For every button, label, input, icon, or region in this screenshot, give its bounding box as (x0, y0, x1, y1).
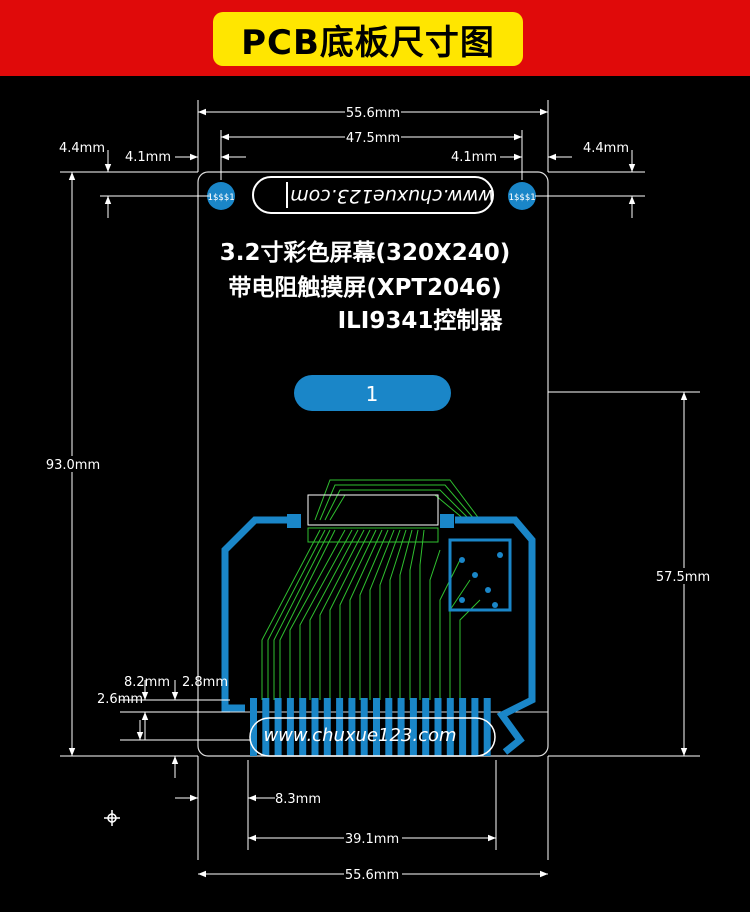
label-pin-height: 57.5mm (656, 570, 710, 585)
mounting-hole-left: 1$$$1 (207, 182, 235, 210)
hole-label-right: 1$$$1 (508, 193, 535, 203)
label-connector-width: 39.1mm (345, 832, 399, 847)
connector-pin (360, 698, 368, 756)
header-banner: PCB底板尺寸图 (0, 0, 750, 76)
url-bottom: www.chuxue123.com (263, 725, 456, 746)
label-width-bottom: 55.6mm (345, 868, 399, 883)
url-top: www.chuxue123.com (290, 185, 494, 207)
connector-pin (385, 698, 393, 756)
connector-pin (299, 698, 307, 756)
label-left-hole-edge: 4.1mm (125, 150, 171, 165)
board-text-line1: 3.2寸彩色屏幕(320X240) (220, 239, 511, 266)
label-width-top: 55.6mm (346, 106, 400, 121)
mounting-hole-right: 1$$$1 (508, 182, 536, 210)
label-pad-gap: 2.6mm (97, 692, 143, 707)
connector-pin (446, 698, 454, 756)
connector-pin (286, 698, 294, 756)
connector-pin (323, 698, 331, 756)
label-inner-width: 47.5mm (346, 131, 400, 146)
label-connector-offset: 8.3mm (275, 792, 321, 807)
connector-pin (471, 698, 479, 756)
connector-pin (483, 698, 491, 756)
label-pad-height: 2.8mm (182, 675, 228, 690)
connector-pin (434, 698, 442, 756)
page-title: PCB底板尺寸图 (213, 12, 523, 66)
board-text-line2: 带电阻触摸屏(XPT2046) (228, 274, 501, 301)
label-right-hole-edge: 4.1mm (451, 150, 497, 165)
connector-pin (373, 698, 380, 756)
connector-pin (409, 698, 417, 756)
connector-pin (397, 698, 405, 756)
label-pad-offset: 8.2mm (124, 675, 170, 690)
connector-pin (274, 698, 282, 756)
label-height: 93.0mm (46, 458, 100, 473)
label-right-hole-top: 4.4mm (583, 141, 629, 156)
connector-pin (348, 698, 356, 756)
power-trace (221, 516, 290, 712)
origin-marker (104, 810, 120, 826)
signal-traces (261, 479, 481, 700)
connector-pin (336, 698, 344, 756)
bottom-pin-row (250, 698, 491, 756)
fpc-connector (307, 494, 439, 526)
url-capsule-bottom (249, 717, 496, 757)
connector-pin (311, 698, 319, 756)
pin1-label: 1 (366, 382, 379, 406)
board-text-line3: ILI9341控制器 (338, 307, 504, 334)
url-capsule-top (252, 176, 494, 214)
pin1-pad (294, 375, 451, 411)
connector-pin (262, 698, 270, 756)
component-cluster (448, 538, 512, 612)
connector-pin (459, 698, 467, 756)
connector-pin (422, 698, 430, 756)
label-left-hole-top: 4.4mm (59, 141, 105, 156)
hole-label-left: 1$$$1 (207, 193, 234, 203)
